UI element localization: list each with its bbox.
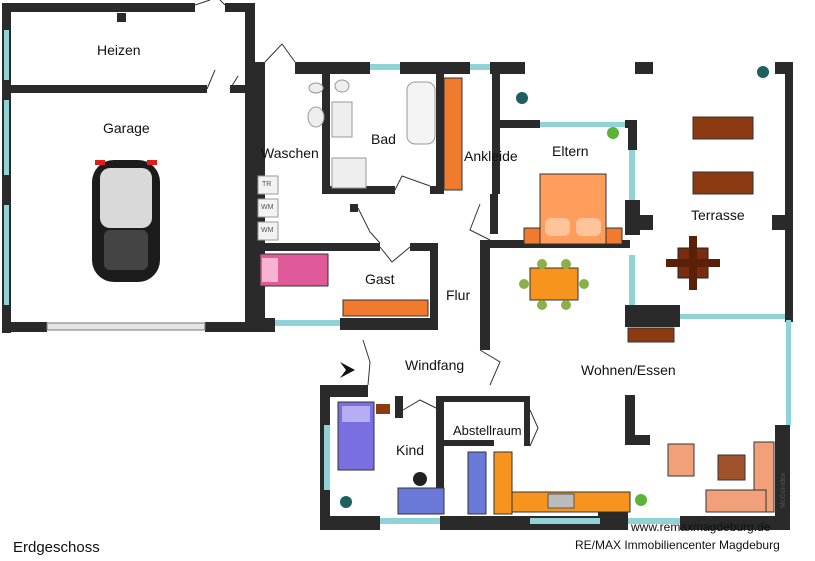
room-label-garage: Garage <box>103 120 150 136</box>
room-label-waschen: Waschen <box>261 145 319 161</box>
floor-name: Erdgeschoss <box>13 539 100 556</box>
waschen-fixtures <box>257 82 325 241</box>
agency-name: RE/MAX Immobiliencenter Magdeburg <box>575 538 780 552</box>
bad-fixtures <box>331 79 436 189</box>
plant-icon <box>635 494 647 506</box>
gast-bed <box>259 253 329 287</box>
heizen-inner-door <box>206 69 239 90</box>
plant-icon <box>757 66 769 78</box>
tv-cabinet <box>627 327 675 343</box>
car-icon <box>92 160 160 282</box>
kitchen <box>467 451 631 515</box>
chair-icon <box>413 472 427 486</box>
heizen-door-swing <box>194 0 226 6</box>
appliance-label-washer: WM <box>261 204 274 211</box>
plant-icon <box>607 127 619 139</box>
room-label-ankleide: Ankleide <box>464 148 518 164</box>
sideboard <box>342 299 429 317</box>
sofa-set <box>667 441 775 513</box>
house-windows <box>275 64 791 524</box>
terrace-furniture <box>666 116 754 290</box>
plant-icon <box>340 496 352 508</box>
room-label-gast: Gast <box>365 271 395 287</box>
watermark: McGoindex <box>780 472 787 508</box>
garage-windows <box>4 30 9 305</box>
room-label-eltern: Eltern <box>552 143 589 159</box>
room-label-heizen: Heizen <box>97 42 141 58</box>
website: www.remaxmagdeburg.de <box>631 520 771 534</box>
garage-door <box>46 322 206 331</box>
entrance-arrow-icon <box>340 362 355 378</box>
room-label-flur: Flur <box>446 287 471 303</box>
kind-bed <box>337 401 390 471</box>
room-label-abstellraum: Abstellraum <box>453 423 522 438</box>
appliance-label-washer: WM <box>261 227 274 234</box>
appliance-label-dryer: TR <box>262 181 272 188</box>
room-label-kind: Kind <box>396 442 425 458</box>
room-label-bad: Bad <box>371 131 396 147</box>
room-label-windfang: Windfang <box>405 357 465 373</box>
wardrobe <box>443 77 463 191</box>
room-label-wohnen-essen: Wohnen/Essen <box>581 362 676 378</box>
dining-table <box>519 259 589 310</box>
eltern-bed <box>523 173 623 245</box>
door-swings <box>264 43 539 447</box>
room-label-terrasse: Terrasse <box>691 207 745 223</box>
plant-icon <box>516 92 528 104</box>
desk <box>397 487 445 515</box>
